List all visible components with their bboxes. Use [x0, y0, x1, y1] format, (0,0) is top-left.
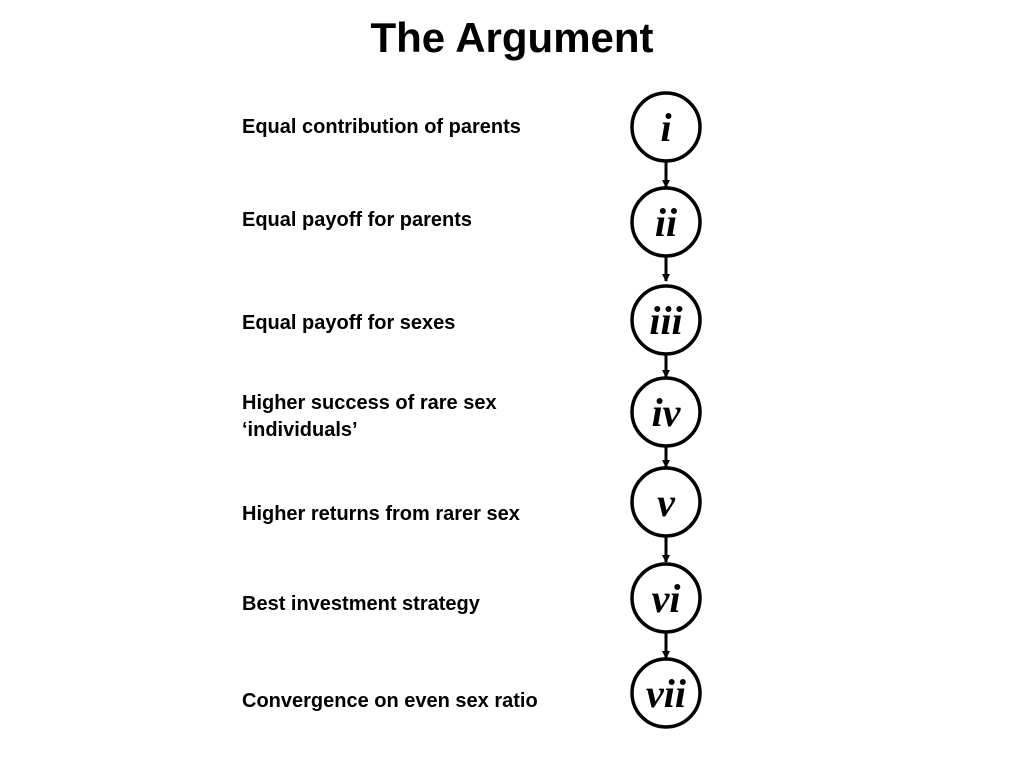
step-node-ii: ii [630, 186, 702, 258]
step-label-line: Best investment strategy [242, 593, 480, 615]
step-numeral: vii [646, 671, 686, 716]
step-numeral: i [660, 105, 671, 150]
step-label-vii: Convergence on even sex ratio [242, 688, 582, 715]
step-numeral: iii [649, 298, 682, 343]
step-numeral: iv [652, 390, 682, 435]
step-label-v: Higher returns from rarer sex [242, 501, 582, 528]
step-label-vi: Best investment strategy [242, 591, 582, 618]
page-title: The Argument [370, 14, 654, 61]
step-node-iv: iv [630, 376, 702, 448]
step-numeral: v [657, 480, 676, 525]
step-node-i: i [630, 91, 702, 163]
step-node-vi: vi [630, 562, 702, 634]
step-label-line: Convergence on even sex ratio [242, 690, 538, 712]
step-label-iv: Higher success of rare sex ‘individuals’ [242, 390, 582, 444]
step-label-line: Higher success of rare sex [242, 392, 497, 414]
step-label-line: Equal payoff for parents [242, 209, 473, 231]
step-label-iii: Equal payoff for sexes [242, 310, 582, 337]
step-label-line: Higher returns from rarer sex [242, 503, 520, 525]
step-node-v: v [630, 466, 702, 538]
step-label-line: ‘individuals’ [242, 419, 358, 441]
step-label-i: Equal contribution of parents [242, 114, 582, 141]
step-node-vii: vii [630, 657, 702, 729]
step-label-line: Equal contribution of parents [242, 116, 521, 138]
step-numeral: ii [655, 200, 677, 245]
step-numeral: vi [652, 576, 681, 621]
step-node-iii: iii [630, 284, 702, 356]
step-label-line: Equal payoff for sexes [242, 312, 456, 334]
step-label-ii: Equal payoff for parents [242, 207, 582, 234]
